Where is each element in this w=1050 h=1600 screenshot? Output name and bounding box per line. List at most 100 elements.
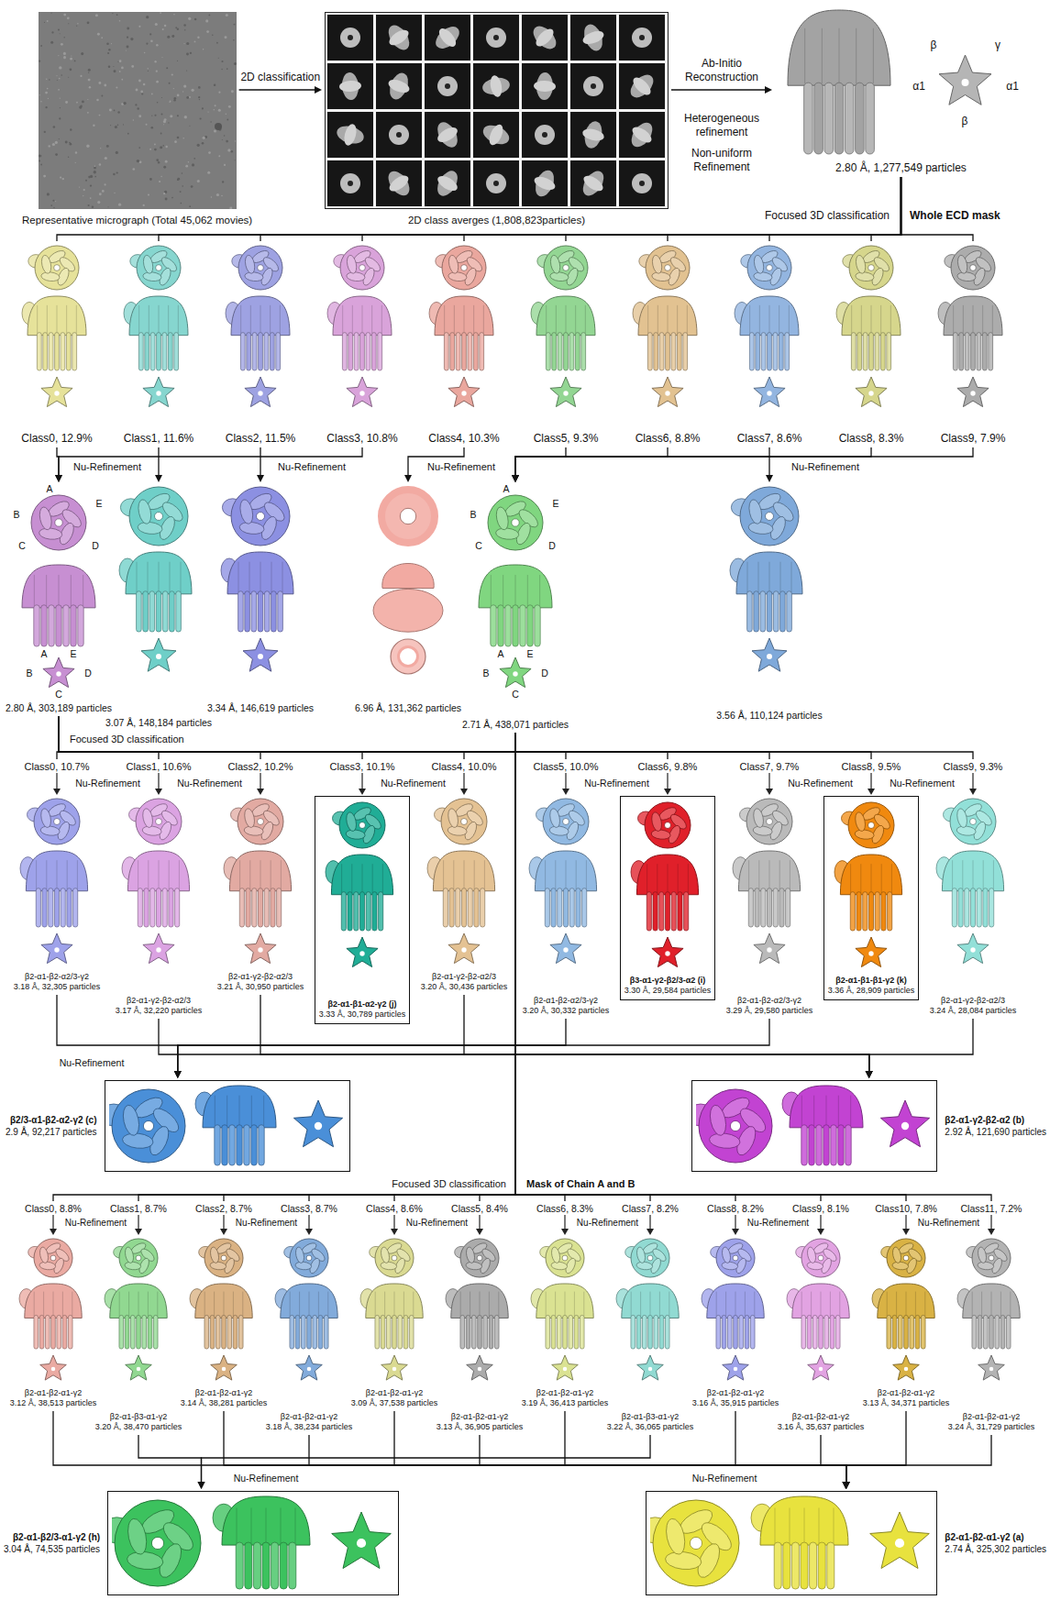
step-arrow [729,1214,741,1237]
ecd-groove [804,1508,806,1545]
tm-helix [512,605,519,647]
density-stack [114,243,203,412]
ecd-dome [638,296,697,336]
resolution-label: 3.09 Å, 37,538 particles [351,1398,439,1409]
connector-line [901,176,974,242]
tm-helix [856,892,862,931]
pore [493,34,499,41]
node-box: 2.71 Å, 438,071 particles [462,484,569,730]
pore [307,1367,312,1372]
text-block: β2/3-α1-β2-α2-γ2 (c)2.9 Å, 92,217 partic… [5,1114,98,1139]
slice-star [448,933,480,964]
connector-line [464,994,870,1073]
slice-map [117,636,200,677]
class-average-cell [327,63,374,110]
noise-speck [60,43,64,46]
subunit-lobe [549,271,569,283]
ecd-groove [746,562,748,593]
noise-speck [45,20,48,23]
noise-speck [63,13,67,17]
class-label: Class7, 9.7% [740,761,800,773]
class-average-cell [424,14,471,61]
subunit-arrangement: β2-α1-β2-α1-γ2 [280,1412,338,1423]
pore [155,390,161,396]
tm-helix [874,892,880,931]
resolution-label: 3.33 Å, 30,789 particles [319,1009,407,1020]
pore [221,1255,227,1261]
tm-helix [347,892,353,931]
subunit-lobe [651,828,672,840]
top-view-map [829,799,913,852]
tm-helix [760,591,766,632]
tm-helix [835,1315,840,1349]
density-stack [728,795,811,969]
ecd-groove [757,562,759,593]
arrowhead [314,86,322,94]
tm-helix [312,1315,318,1349]
tm-helix [167,332,173,371]
ecd-groove [250,1095,252,1127]
noise-speck [67,156,69,158]
ecd-groove [502,574,504,607]
ecd-ring [33,1238,73,1278]
side-view-map [219,551,302,634]
subunit-lobe [238,498,255,526]
subunit-arrangement: β2-α1-β2-α1-γ2 [536,1388,594,1399]
slice-map [866,1510,933,1577]
node-box: Class8, 9.5%β2-α1-β1-β1-γ2 (k)3.36 Å, 28… [823,761,920,1001]
arrowhead [154,788,163,796]
tm-helix [221,1315,227,1349]
noise-speck [98,192,101,196]
density-stack [696,1236,774,1385]
side-view-map [221,850,299,929]
class-average-cell [570,14,617,61]
tm-helix [372,892,377,931]
node-box: Class7, 8.2%β2-α1-β3-α1-γ23.22 Å, 36,065… [607,1203,695,1433]
particle-view [578,167,608,200]
pore [461,390,466,396]
noise-speck [98,81,101,85]
noise-speck [154,148,157,152]
density-stack [626,799,709,973]
subunit-lobe [752,825,774,837]
highlight-frame: β2-α1-β1-β1-γ2 (k)3.36 Å, 28,909 particl… [823,795,920,1001]
connector-line [515,732,821,1202]
particle-view [581,28,607,47]
tm-helix [227,1315,233,1349]
ecd-groove [657,305,659,334]
slice-map [538,375,594,412]
connector [158,1018,874,1079]
highlight-frame [107,1491,399,1596]
text-block: β2-α1-β1-β1-γ2 (k)3.36 Å, 28,909 particl… [828,975,916,996]
noise-speck [150,126,154,130]
noise-speck [107,206,109,208]
arrow-shaft [478,1215,480,1230]
slice-map [903,9,1028,156]
tm-helix [551,888,556,928]
tm-helix [659,892,664,931]
connector-line [58,716,465,760]
tm-helix [951,888,957,928]
subunit-arrangement: β2-α1-β2-α1-γ2 [707,1388,764,1399]
ecd-groove [574,1292,575,1317]
noise-speck [187,17,191,21]
noise-speck [186,42,189,45]
pore [50,1255,56,1261]
density-stack [829,799,913,973]
class-average-cell [424,111,471,158]
noise-speck [135,159,139,163]
density-stack [782,1236,860,1385]
connector [58,716,363,760]
tm-helix [818,1315,824,1349]
highlight-frame [645,1491,938,1596]
ecd-groove [983,860,984,890]
noise-speck [40,164,43,166]
ecd-groove [972,305,974,334]
ecd-groove [270,860,272,890]
noise-speck [106,42,110,45]
noise-speck [115,171,118,174]
resolution-label: 3.07 Å, 148,184 particles [105,717,212,729]
arrowhead [817,1228,825,1236]
noise-speck [186,96,189,100]
slice-star [41,376,73,408]
